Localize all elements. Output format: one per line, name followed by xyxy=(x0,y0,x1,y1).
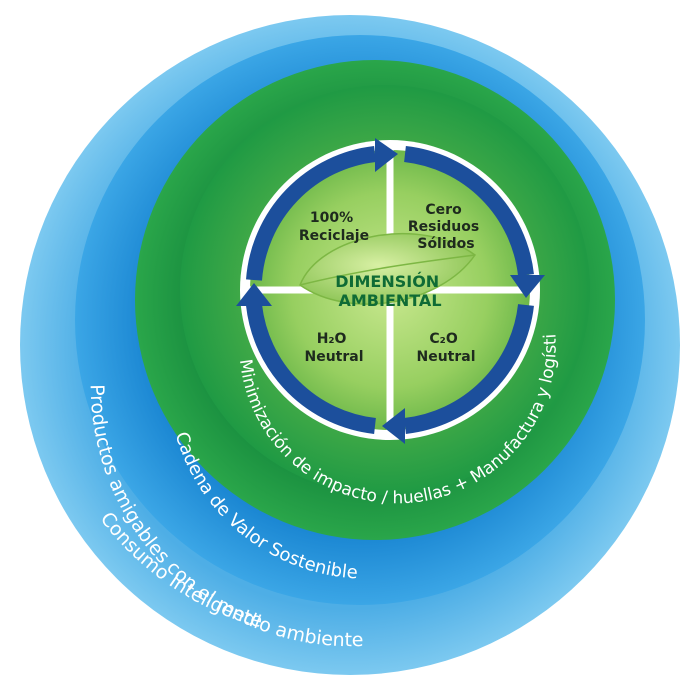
arrow-bottom-right xyxy=(404,304,534,434)
arrow-bottom-left xyxy=(246,304,376,434)
center-title: DIMENSIÓN AMBIENTAL xyxy=(335,272,445,310)
quadrant-top-right: Cero Residuos Sólidos xyxy=(408,202,484,252)
quadrant-bottom-right: C₂O Neutral xyxy=(416,331,475,365)
cycle-arrows xyxy=(246,146,534,434)
leaf-icon xyxy=(299,233,477,305)
arrowhead-left xyxy=(236,283,272,306)
arrow-top-right xyxy=(404,146,534,276)
arrow-heads xyxy=(236,138,545,444)
quadrant-top-left: 100% Reciclaje xyxy=(299,210,369,244)
arrow-top-left xyxy=(246,146,377,281)
arrowhead-right xyxy=(510,275,545,298)
arrowhead-bottom xyxy=(382,408,405,444)
quadrant-bottom-left: H₂O Neutral xyxy=(304,331,363,365)
arrowhead-top xyxy=(375,138,398,172)
